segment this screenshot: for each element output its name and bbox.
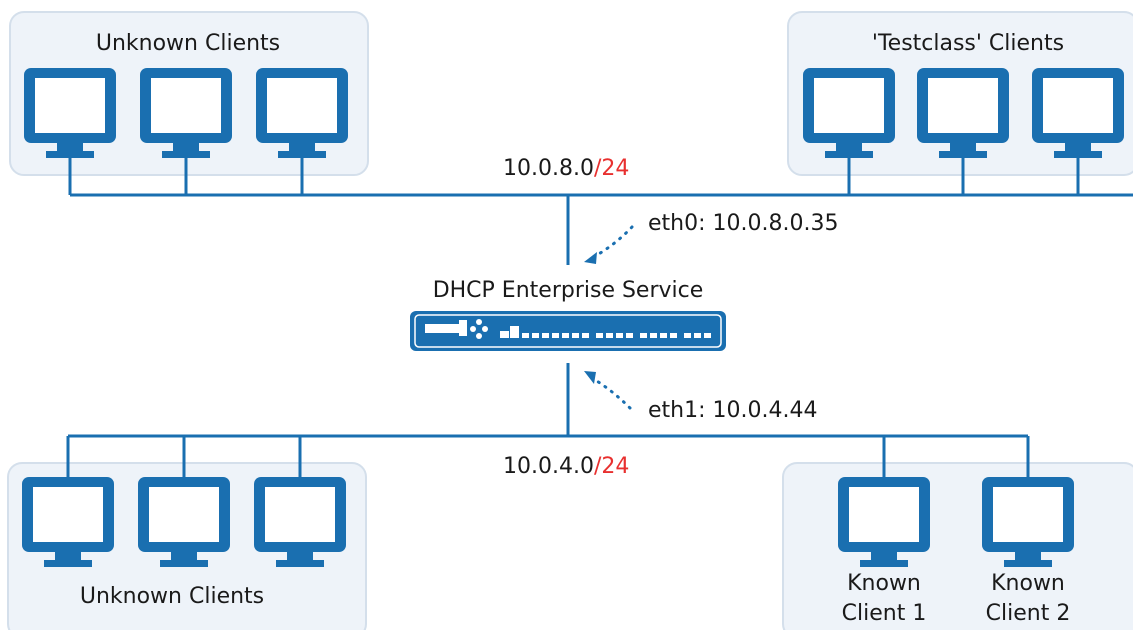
lower-network-label: 10.0.4.0/24	[503, 454, 629, 479]
group-title-top-left: Unknown Clients	[96, 31, 280, 56]
eth0-label: eth0: 10.0.8.0.35	[648, 211, 838, 236]
upper-network-address: 10.0.8.0	[503, 156, 594, 181]
group-title-top-right: 'Testclass' Clients	[872, 31, 1064, 56]
known-client-2-line1: Known	[991, 571, 1065, 596]
known-client-1-line1: Known	[847, 571, 921, 596]
dhcp-appliance-icon	[410, 311, 726, 351]
server-title: DHCP Enterprise Service	[433, 278, 704, 303]
upper-network-prefix: /24	[594, 156, 629, 181]
upper-network-label: 10.0.8.0/24	[503, 156, 629, 181]
lower-network-address: 10.0.4.0	[503, 454, 594, 479]
known-client-2-line2: Client 2	[986, 601, 1071, 626]
known-client-1-line2: Client 1	[842, 601, 927, 626]
lower-network-prefix: /24	[594, 454, 629, 479]
group-box-bottom-right	[782, 462, 1133, 630]
eth1-label: eth1: 10.0.4.44	[648, 398, 817, 423]
eth1-pointer-arrow	[584, 371, 632, 410]
group-title-bottom-left: Unknown Clients	[80, 584, 264, 609]
eth0-pointer-arrow	[584, 225, 634, 264]
